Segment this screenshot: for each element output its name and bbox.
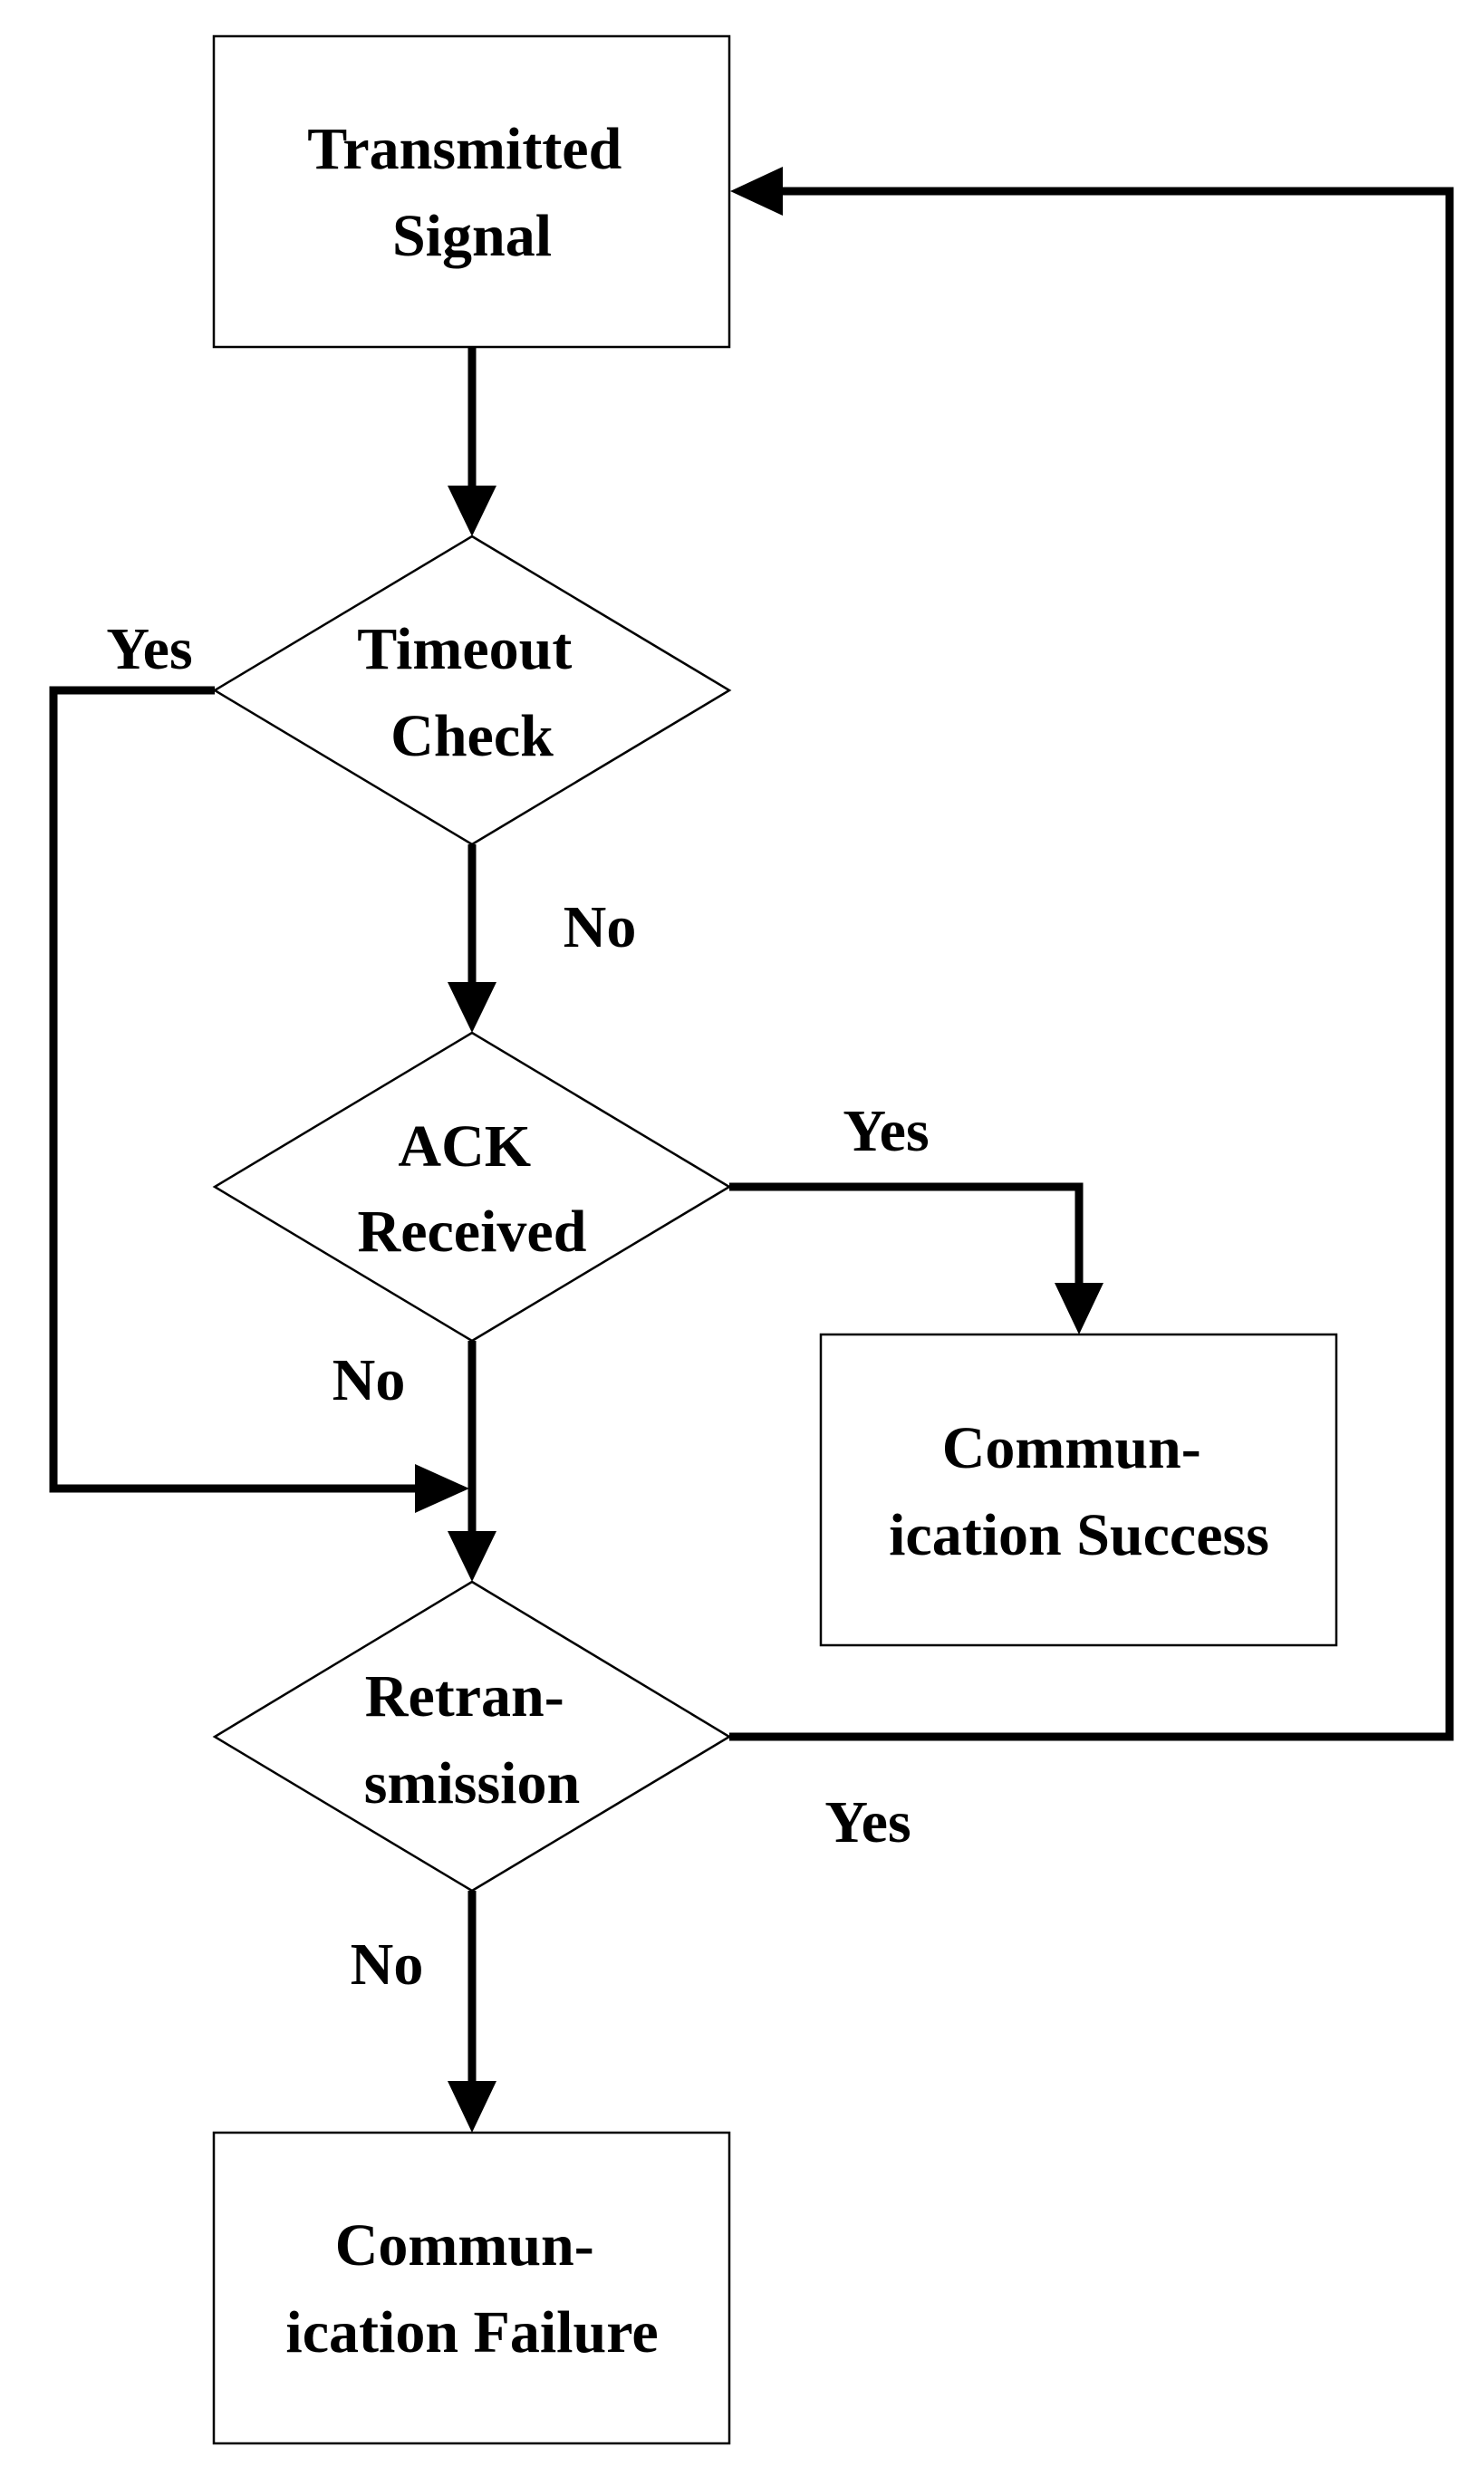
timeout-check-label: Timeout Check xyxy=(357,616,587,769)
transmitted-signal-box xyxy=(212,34,731,349)
ack-received-diamond xyxy=(212,1031,732,1343)
arrowhead-right xyxy=(415,1464,469,1513)
ack-received-label: ACK Received xyxy=(358,1113,587,1265)
transmitted-signal-label: Transmitted Signal xyxy=(307,116,637,269)
timeout-no-label: No xyxy=(564,894,637,960)
arrowhead-down xyxy=(448,1531,496,1582)
ack-yes-label: Yes xyxy=(843,1098,929,1164)
arrowhead-down xyxy=(448,982,496,1033)
arrowhead-down xyxy=(1055,1283,1103,1334)
communication-success-box xyxy=(819,1333,1338,1647)
ack-no-label: No xyxy=(332,1347,406,1413)
retransmission-yes-label: Yes xyxy=(824,1789,911,1855)
communication-failure-box xyxy=(212,2131,731,2445)
arrow-timeout-yes-to-retransmission xyxy=(49,686,419,1493)
arrowhead-down xyxy=(448,2081,496,2133)
communication-failure-label: Commun- ication Failure xyxy=(285,2212,658,2365)
timeout-yes-label: Yes xyxy=(106,616,192,682)
retransmission-diamond xyxy=(212,1580,732,1893)
retransmission-label: Retran- smission xyxy=(364,1663,580,1816)
timeout-check-diamond xyxy=(212,535,732,846)
arrow-retransmission-to-signal xyxy=(729,187,1454,1741)
retransmission-no-label: No xyxy=(351,1932,424,1998)
arrowhead-left xyxy=(730,167,783,216)
arrowhead-down xyxy=(448,486,496,536)
communication-success-label: Commun- ication Success xyxy=(889,1415,1269,1568)
arrow-ack-to-success xyxy=(729,1182,1084,1286)
